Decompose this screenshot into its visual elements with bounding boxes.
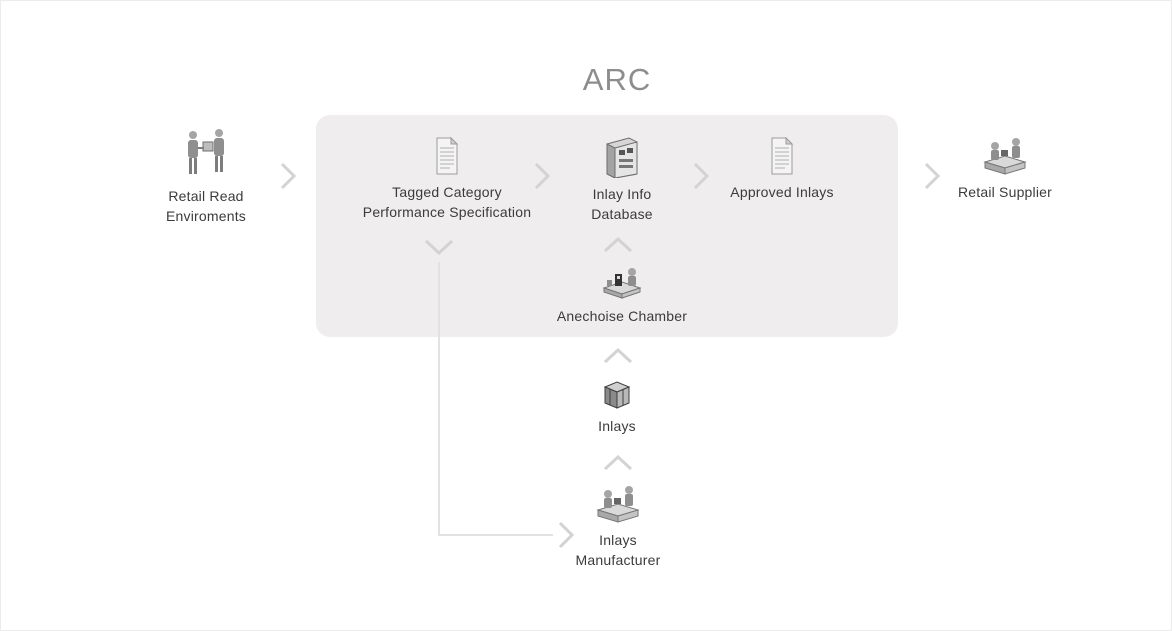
diagram-title: ARC [582, 62, 652, 97]
database-building-icon [606, 137, 638, 178]
approved-inlays-label: Approved Inlays [730, 184, 834, 200]
node-retail-read: Retail Read Enviroments [150, 128, 262, 226]
arrow-right-2 [534, 162, 551, 190]
node-retail-supplier: Retail Supplier [950, 136, 1060, 202]
inlays-label: Inlays [598, 418, 636, 434]
retail-supplier-label: Retail Supplier [957, 184, 1053, 200]
document-icon [436, 136, 459, 175]
arrow-up-inlays [603, 454, 633, 471]
arrow-right-3 [693, 162, 710, 190]
node-inlays: Inlays [577, 380, 657, 436]
workers-desk-icon [596, 486, 640, 523]
node-inlay-db: Inlay Info Database [567, 134, 677, 224]
arrow-down-spec [424, 239, 454, 256]
inlay-db-label: Inlay Info Database [591, 186, 653, 222]
workers-desk-icon [983, 138, 1027, 175]
node-inlays-manufacturer: Inlays Manufacturer [563, 484, 673, 570]
tagged-spec-label: Tagged Category Performance Specificatio… [362, 184, 532, 220]
document-icon [771, 136, 794, 175]
inlays-manufacturer-label: Inlays Manufacturer [575, 532, 661, 568]
handover-people-icon [188, 129, 224, 174]
anechoise-label: Anechoise Chamber [556, 308, 688, 324]
arrow-up-anechoise [603, 347, 633, 364]
arrow-right-4 [924, 162, 941, 190]
arrow-right-manufacturer [558, 521, 575, 549]
box-icon [603, 381, 631, 409]
node-tagged-spec: Tagged Category Performance Specificatio… [352, 136, 542, 222]
node-anechoise: Anechoise Chamber [552, 266, 692, 326]
lab-workstation-icon [602, 268, 642, 299]
retail-read-label: Retail Read Enviroments [165, 188, 246, 224]
arrow-up-db [603, 236, 633, 253]
arrow-right-1 [280, 162, 297, 190]
node-approved-inlays: Approved Inlays [722, 136, 842, 202]
